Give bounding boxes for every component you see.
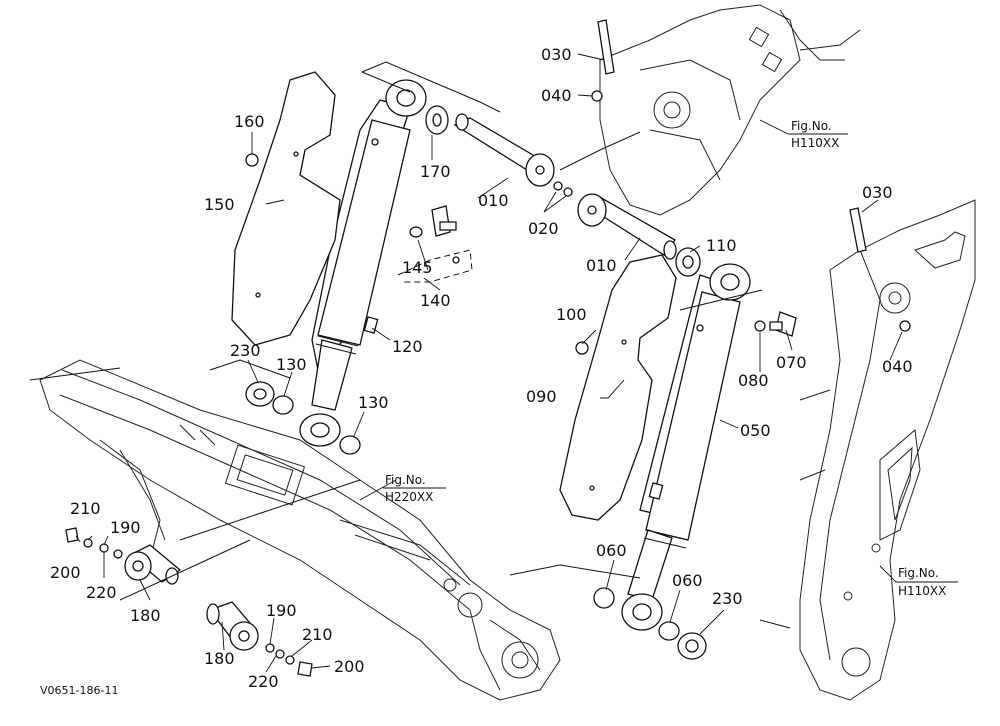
- label-130-right[interactable]: 130: [358, 393, 389, 412]
- label-090[interactable]: 090: [526, 387, 557, 406]
- cylinder-120: [299, 79, 427, 447]
- pin-180-left: [65, 527, 182, 585]
- fitting-140: [397, 205, 473, 283]
- figure-references: Fig.No. H110XX Fig.No. H110XX Fig.No. H2…: [383, 119, 958, 598]
- label-150[interactable]: 150: [204, 195, 235, 214]
- label-210-left[interactable]: 210: [70, 499, 101, 518]
- fig-ref-lower-right[interactable]: Fig.No. H110XX: [879, 565, 958, 598]
- fig-ref-center-frame[interactable]: Fig.No. H220XX: [383, 473, 446, 504]
- label-220-left[interactable]: 220: [86, 583, 117, 602]
- label-060-left[interactable]: 060: [596, 541, 627, 560]
- label-180-left[interactable]: 180: [130, 606, 161, 625]
- svg-text:Fig.No.: Fig.No.: [385, 473, 426, 487]
- label-220-bottom[interactable]: 220: [248, 672, 279, 691]
- label-040-right[interactable]: 040: [882, 357, 913, 376]
- grease-fittings-020: [553, 181, 573, 197]
- label-170[interactable]: 170: [420, 162, 451, 181]
- label-210-bottom[interactable]: 210: [302, 625, 333, 644]
- label-100[interactable]: 100: [556, 305, 587, 324]
- label-080[interactable]: 080: [738, 371, 769, 390]
- label-160[interactable]: 160: [234, 112, 265, 131]
- label-040-top[interactable]: 040: [541, 86, 572, 105]
- cover-090: [559, 254, 677, 521]
- cylinder-050: [621, 263, 751, 631]
- pin-010-lower: [577, 193, 701, 277]
- label-230-right[interactable]: 230: [712, 589, 743, 608]
- svg-text:H110XX: H110XX: [898, 584, 946, 598]
- label-060-right[interactable]: 060: [672, 571, 703, 590]
- label-190-bottom[interactable]: 190: [266, 601, 297, 620]
- label-010-lower[interactable]: 010: [586, 256, 617, 275]
- label-110[interactable]: 110: [706, 236, 737, 255]
- label-145[interactable]: 145: [402, 258, 433, 277]
- svg-text:Fig.No.: Fig.No.: [791, 119, 832, 133]
- svg-text:Fig.No.: Fig.No.: [898, 566, 939, 580]
- cover-150: [231, 71, 341, 346]
- label-070[interactable]: 070: [776, 353, 807, 372]
- washers-seals: [245, 381, 707, 660]
- elbow-fitting-070: [754, 311, 797, 337]
- part-labels: 030 040 160 150 170 010 020 010 110 145 …: [50, 45, 913, 691]
- label-120[interactable]: 120: [392, 337, 423, 356]
- svg-text:H220XX: H220XX: [385, 490, 433, 504]
- fig-ref-top-right[interactable]: Fig.No. H110XX: [759, 119, 848, 150]
- svg-text:H110XX: H110XX: [791, 136, 839, 150]
- label-230-left[interactable]: 230: [230, 341, 261, 360]
- label-050[interactable]: 050: [740, 421, 771, 440]
- label-030-right[interactable]: 030: [862, 183, 893, 202]
- label-190-left[interactable]: 190: [110, 518, 141, 537]
- arm-frame: [799, 199, 976, 701]
- label-020[interactable]: 020: [528, 219, 559, 238]
- boom-upper-bracket: [599, 4, 861, 216]
- leader-lines: [75, 53, 903, 673]
- section-lines: [29, 61, 791, 629]
- label-130-left[interactable]: 130: [276, 355, 307, 374]
- label-010-upper[interactable]: 010: [478, 191, 509, 210]
- swing-bracket-frame: [39, 359, 561, 701]
- label-140[interactable]: 140: [420, 291, 451, 310]
- label-200-bottom[interactable]: 200: [334, 657, 365, 676]
- label-180-bottom[interactable]: 180: [204, 649, 235, 668]
- label-030-top[interactable]: 030: [541, 45, 572, 64]
- pin-180-bottom: [206, 601, 313, 677]
- bolts-nuts: [245, 19, 911, 355]
- figure-code: V0651-186-11: [40, 684, 118, 697]
- pin-010-upper: [425, 105, 555, 187]
- label-200-left[interactable]: 200: [50, 563, 81, 582]
